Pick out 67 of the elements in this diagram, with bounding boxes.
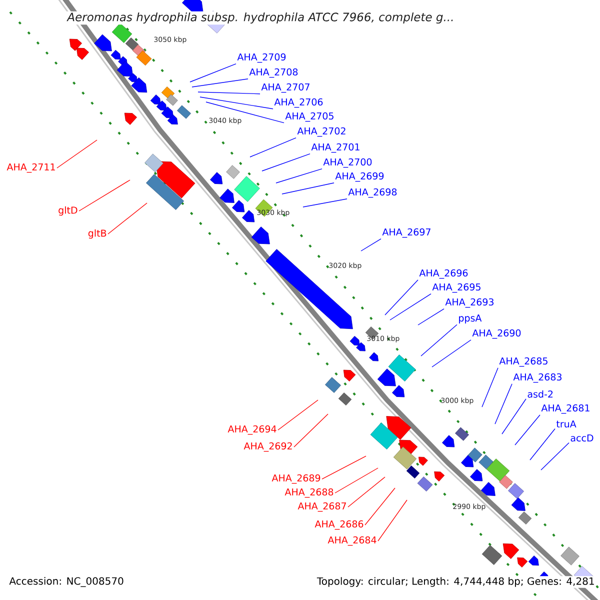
leader-line xyxy=(206,102,284,124)
gene-label: AHA_2707 xyxy=(261,83,310,93)
gene-label: gltB xyxy=(88,229,106,239)
gene-label: AHA_2702 xyxy=(297,127,346,137)
gene-label: AHA_2706 xyxy=(274,98,323,108)
gene-label: AHA_2695 xyxy=(432,283,480,293)
leader-line xyxy=(494,384,512,424)
leader-line xyxy=(276,168,322,184)
gene-label: truA xyxy=(556,420,576,428)
gene-label: AHA_2699 xyxy=(335,172,384,182)
leader-line xyxy=(322,456,366,480)
title: Aeromonas hydrophila subsp. hydrophila ATCC 7966, complete g... xyxy=(66,11,456,25)
gene-label: asd-2 xyxy=(528,390,553,398)
gene-label: AHA_2684 xyxy=(328,536,376,546)
leader-line xyxy=(190,64,236,82)
leader-line xyxy=(502,398,526,434)
gene-label: AHA_2688 xyxy=(284,488,334,498)
leader-line xyxy=(278,400,318,430)
leader-line xyxy=(262,154,310,172)
leader-line xyxy=(390,294,432,320)
gene-label: AHA_2690 xyxy=(472,329,521,339)
leader-line xyxy=(418,308,444,326)
gene-label: AHA_2696 xyxy=(419,269,468,279)
leader-line xyxy=(200,96,274,110)
gene-label: AHA_2700 xyxy=(323,158,372,168)
leader-line xyxy=(482,368,498,408)
gene-label: AHA_2685 xyxy=(499,357,548,367)
gene-label: AHA_2701 xyxy=(311,143,360,153)
leader-line xyxy=(432,340,472,368)
leader-line xyxy=(250,138,296,158)
gene-label: AHA_2698 xyxy=(348,188,397,198)
gene-label: AHA_2708 xyxy=(249,68,298,78)
accession-text: Accession: NC_008570 xyxy=(8,576,125,588)
leader-line xyxy=(384,280,418,316)
leader-line xyxy=(282,182,334,194)
leader-line xyxy=(378,500,408,542)
leader-line xyxy=(108,202,148,234)
gene-label: accD xyxy=(570,434,594,442)
leader-line xyxy=(78,180,130,212)
leader-line xyxy=(56,140,98,168)
gene-label: AHA_2681 xyxy=(541,404,590,414)
leader-line xyxy=(360,238,382,252)
gene-label: AHA_2697 xyxy=(382,228,430,238)
leader-line xyxy=(540,442,570,470)
leader-line xyxy=(192,78,248,88)
gene-label: AHA_2686 xyxy=(314,520,364,530)
gene-label: AHA_2705 xyxy=(285,112,334,122)
gene-label: AHA_2692 xyxy=(244,442,292,452)
gene-label: AHA_2687 xyxy=(298,502,346,512)
gene-label: AHA_2711 xyxy=(6,163,55,173)
leader-line xyxy=(302,198,348,208)
leader-line xyxy=(198,92,260,94)
gene-label: AHA_2689 xyxy=(272,474,320,484)
leader-line xyxy=(530,428,556,460)
gene-label: AHA_2709 xyxy=(237,53,286,63)
topology-text: Topology: circular; Length: 4,744,448 bp; Genes: 4,281 xyxy=(316,576,596,588)
gene-label: ppsA xyxy=(459,314,482,324)
gene-label: gltD xyxy=(58,206,78,216)
leader-line xyxy=(514,414,540,446)
leader-line xyxy=(334,468,378,494)
leader-line xyxy=(294,414,328,448)
leader-line xyxy=(364,488,396,526)
gene-label: AHA_2693 xyxy=(445,298,494,308)
gene-label: AHA_2694 xyxy=(228,425,276,435)
gene-label: AHA_2683 xyxy=(513,373,562,383)
leader-line xyxy=(348,476,386,508)
leader-line xyxy=(420,324,458,356)
